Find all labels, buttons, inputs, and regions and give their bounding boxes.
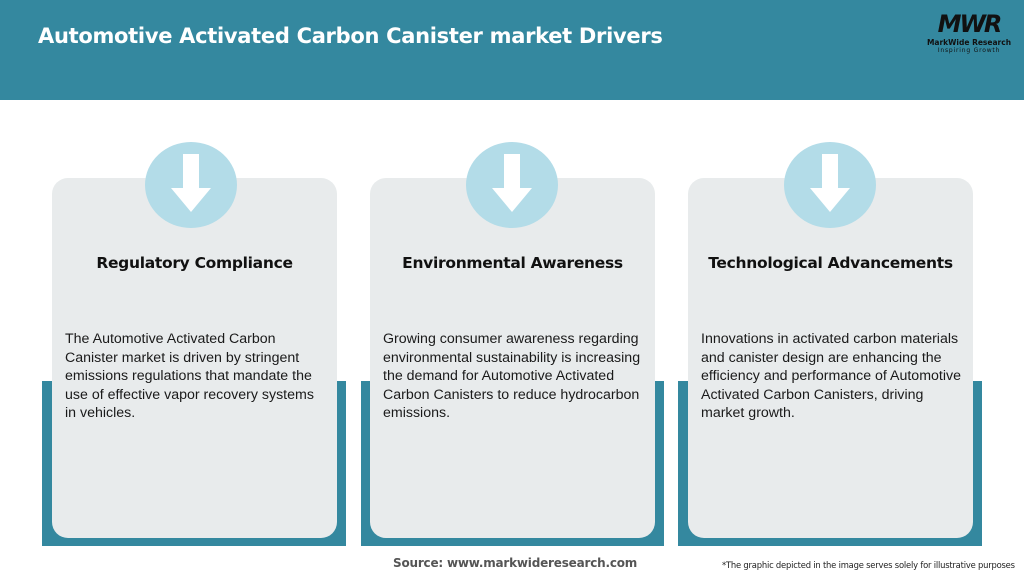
logo-mark: MWR xyxy=(937,10,1003,38)
down-arrow-icon xyxy=(466,142,558,228)
card-title: Regulatory Compliance xyxy=(96,254,293,272)
card-description: The Automotive Activated Carbon Canister… xyxy=(65,331,314,422)
down-arrow-icon xyxy=(784,142,876,228)
source-credit: Source: www.markwideresearch.com xyxy=(393,556,638,570)
disclaimer-note: *The graphic depicted in the image serve… xyxy=(722,560,1015,570)
driver-card-regulatory-compliance: Regulatory Compliance The Automotive Act… xyxy=(52,178,337,538)
markwide-research-logo: MWR MarkWide Research Inspiring Growth xyxy=(922,10,1016,58)
logo-tagline: Inspiring Growth xyxy=(937,47,1001,54)
page-title: Automotive Activated Carbon Canister mar… xyxy=(38,24,663,48)
driver-card-technological-advancements: Technological Advancements Innovations i… xyxy=(688,178,973,538)
card-description: Innovations in activated carbon material… xyxy=(701,331,961,422)
header-banner: Automotive Activated Carbon Canister mar… xyxy=(0,0,1024,100)
logo-name: MarkWide Research xyxy=(926,38,1012,47)
down-arrow-icon xyxy=(145,142,237,228)
card-title: Technological Advancements xyxy=(708,254,953,272)
card-title: Environmental Awareness xyxy=(402,254,623,272)
card-description: Growing consumer awareness regarding env… xyxy=(383,331,641,422)
driver-card-environmental-awareness: Environmental Awareness Growing consumer… xyxy=(370,178,655,538)
